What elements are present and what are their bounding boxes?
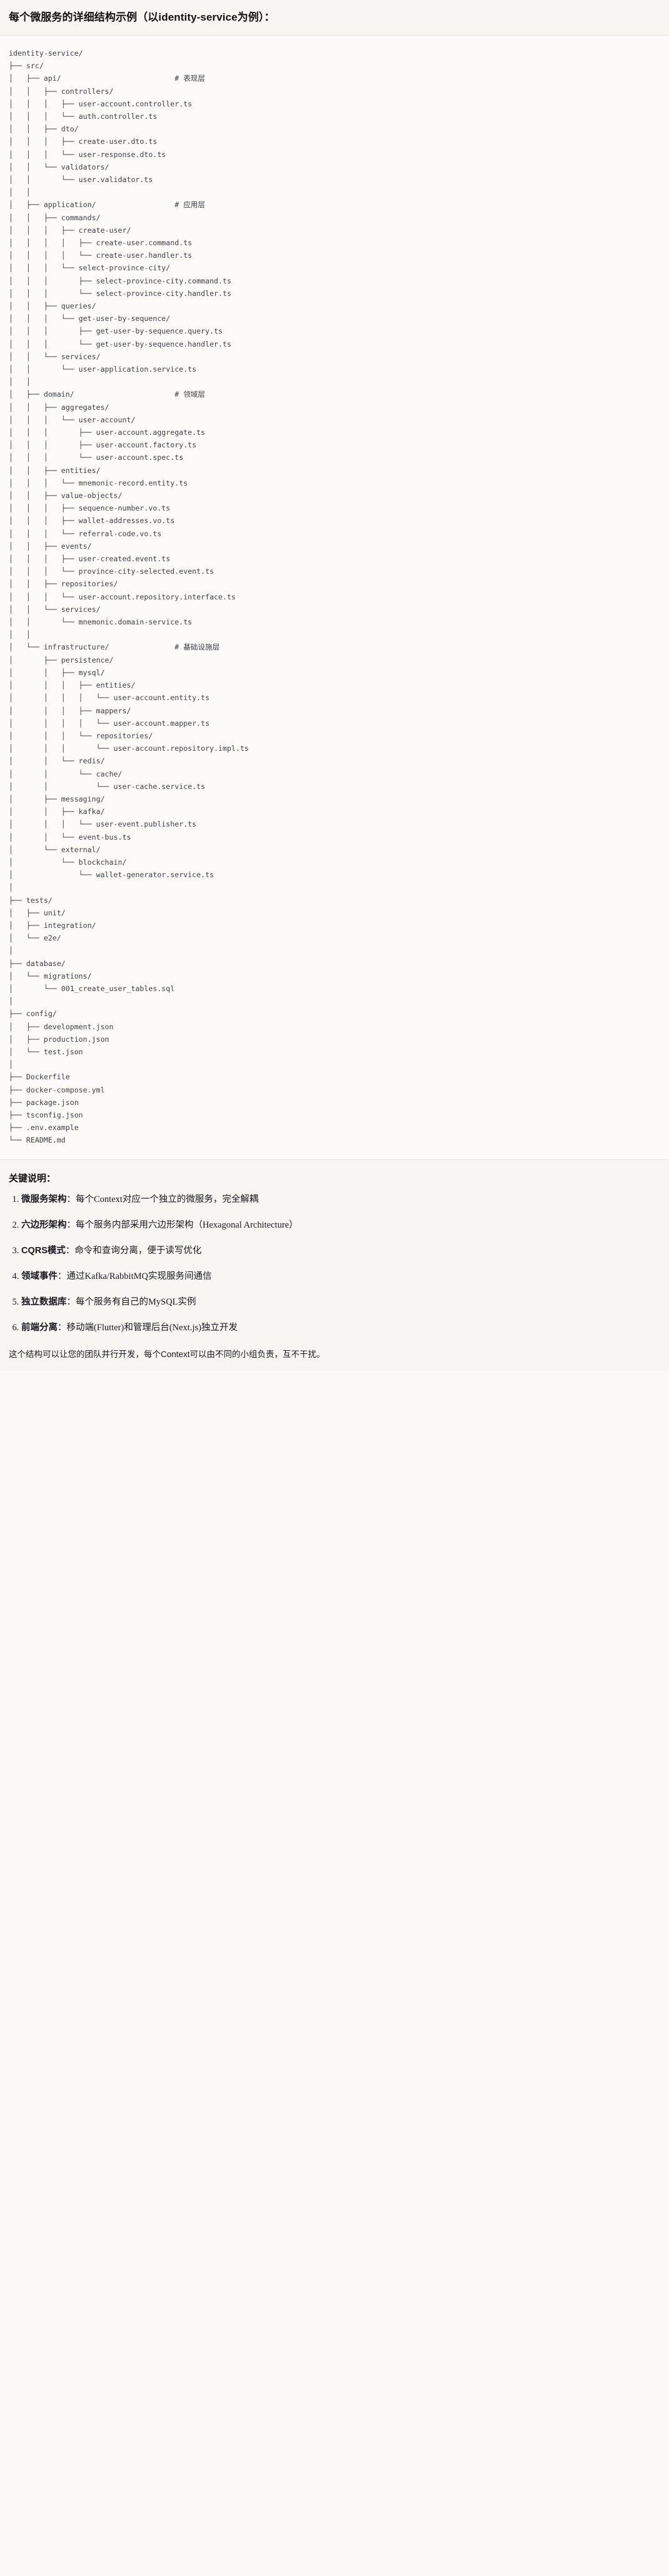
key-note-separator: ： <box>66 1219 76 1230</box>
key-note-separator: ： <box>65 1245 75 1256</box>
key-note-term: CQRS模式 <box>21 1245 66 1256</box>
key-note-term: 领域事件 <box>21 1271 58 1281</box>
key-note-item: 领域事件：通过Kafka/RabbitMQ实现服务间通信 <box>21 1270 660 1283</box>
key-note-description: 每个服务有自己的MySQL实例 <box>76 1296 196 1307</box>
key-note-separator: ： <box>58 1322 67 1333</box>
key-note-separator: ： <box>66 1296 76 1307</box>
key-notes-section: 关键说明： 微服务架构：每个Context对应一个独立的微服务，完全解耦六边形架… <box>0 1159 669 1371</box>
key-note-description: 每个Context对应一个独立的微服务，完全解耦 <box>76 1194 259 1204</box>
closing-paragraph: 这个结构可以让您的团队并行开发，每个Context可以由不同的小组负责，互不干扰… <box>9 1349 325 1359</box>
key-notes-list: 微服务架构：每个Context对应一个独立的微服务，完全解耦六边形架构：每个服务… <box>9 1193 660 1335</box>
directory-tree: identity-service/ ├── src/ │ ├── api/ # … <box>9 48 249 1145</box>
key-notes-title: 关键说明： <box>9 1173 56 1184</box>
key-note-separator: ： <box>66 1194 76 1204</box>
key-note-item: 微服务架构：每个Context对应一个独立的微服务，完全解耦 <box>21 1193 660 1206</box>
page-title: 每个微服务的详细结构示例（以identity-service为例）： <box>9 11 275 23</box>
key-note-separator: ： <box>58 1271 67 1281</box>
key-note-item: 独立数据库：每个服务有自己的MySQL实例 <box>21 1296 660 1309</box>
key-note-description: 命令和查询分离，便于读写优化 <box>74 1245 202 1256</box>
key-note-term: 微服务架构 <box>21 1194 67 1204</box>
key-note-description: 通过Kafka/RabbitMQ实现服务间通信 <box>66 1271 212 1281</box>
key-note-description: 每个服务内部采用六边形架构（Hexagonal Architecture） <box>76 1219 298 1230</box>
heading-section: 每个微服务的详细结构示例（以identity-service为例）： <box>0 0 669 36</box>
directory-tree-section: identity-service/ ├── src/ │ ├── api/ # … <box>0 35 669 1160</box>
key-note-term: 六边形架构 <box>21 1219 67 1230</box>
key-note-item: 六边形架构：每个服务内部采用六边形架构（Hexagonal Architectu… <box>21 1219 660 1232</box>
key-note-item: 前端分离：移动端(Flutter)和管理后台(Next.js)独立开发 <box>21 1321 660 1335</box>
key-note-term: 独立数据库 <box>21 1296 67 1307</box>
document-page: 每个微服务的详细结构示例（以identity-service为例）： ident… <box>0 0 669 1371</box>
key-note-description: 移动端(Flutter)和管理后台(Next.js)独立开发 <box>66 1322 238 1333</box>
key-note-term: 前端分离 <box>21 1322 58 1333</box>
key-note-item: CQRS模式：命令和查询分离，便于读写优化 <box>21 1245 660 1258</box>
